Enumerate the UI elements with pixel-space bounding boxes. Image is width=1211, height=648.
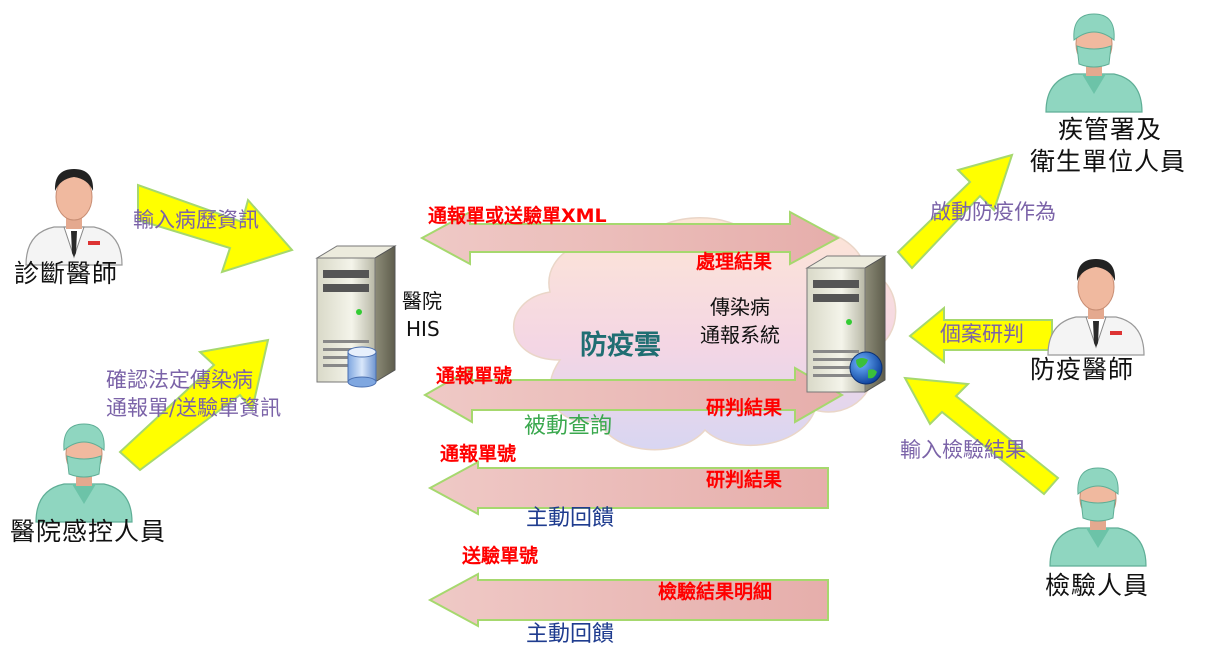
cloud-title: 防疫雲 — [580, 330, 661, 361]
pink-arrow-report-no — [422, 366, 845, 424]
database-icon — [347, 346, 377, 388]
node-hospital-his-line2: HIS — [406, 317, 440, 341]
actor-diagnosing-doctor: 診斷醫師 — [14, 259, 119, 288]
label-start-epidemic-action: 啟動防疫作為 — [930, 200, 1056, 224]
yellow-arrow-start-action — [896, 153, 1014, 270]
node-reporting-system-line2: 通報系統 — [700, 323, 780, 347]
yellow-arrow-lab-result — [903, 376, 1060, 496]
label-active-feedback-1: 主動回饋 — [526, 506, 615, 531]
label-passive-query: 被動查詢 — [524, 414, 613, 439]
yellow-arrow-input-record — [137, 183, 294, 274]
label-process-result: 處理結果 — [696, 251, 773, 273]
actor-cdc-staff-line2: 衛生單位人員 — [1030, 147, 1187, 176]
globe-icon — [849, 351, 883, 385]
label-report-no-1: 通報單號 — [436, 365, 513, 387]
label-confirm-line2: 通報單/送驗單資訊 — [106, 396, 282, 420]
nurse-icon — [35, 423, 133, 523]
actor-epidemic-doctor: 防疫醫師 — [1030, 355, 1135, 384]
label-active-feedback-2: 主動回饋 — [526, 622, 615, 647]
label-case-judgement: 個案研判 — [940, 322, 1024, 346]
doctor-icon — [1047, 258, 1145, 356]
node-reporting-system-line1: 傳染病 — [710, 295, 770, 319]
pink-arrow-feedback-1 — [427, 460, 829, 516]
doctor-icon — [25, 168, 123, 266]
label-judgement-result-1: 研判結果 — [706, 397, 783, 419]
label-judgement-result-2: 研判結果 — [706, 469, 783, 491]
label-input-medical-record: 輸入病歷資訊 — [133, 208, 259, 232]
pink-arrow-feedback-2 — [427, 572, 829, 628]
label-report-form-xml: 通報單或送驗單XML — [428, 205, 607, 227]
nurse-icon — [1045, 13, 1143, 113]
actor-lab-staff: 檢驗人員 — [1045, 571, 1150, 600]
nurse-icon — [1049, 467, 1147, 567]
label-report-no-2: 通報單號 — [440, 443, 517, 465]
actor-infection-control-staff: 醫院感控人員 — [10, 517, 167, 546]
label-specimen-no: 送驗單號 — [462, 545, 539, 567]
label-confirm-line1: 確認法定傳染病 — [106, 368, 253, 392]
pink-arrow-xml — [419, 210, 841, 266]
node-hospital-his-line1: 醫院 — [402, 289, 442, 313]
yellow-arrow-confirm — [118, 338, 270, 472]
label-lab-result-detail: 檢驗結果明細 — [658, 581, 773, 603]
label-input-lab-result: 輸入檢驗結果 — [900, 438, 1026, 462]
actor-cdc-staff-line1: 疾管署及 — [1058, 115, 1163, 144]
